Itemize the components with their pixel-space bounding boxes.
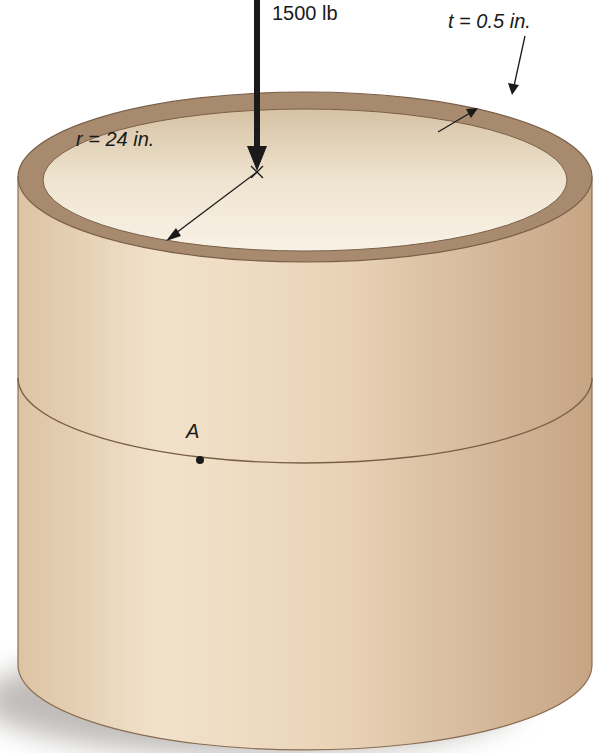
inner-surface	[43, 109, 567, 251]
load-label: 1500 lb	[272, 2, 338, 24]
load-arrow-shaft	[254, 0, 260, 150]
outer-rim	[18, 92, 592, 262]
radius-label: r = 24 in.	[76, 128, 154, 150]
thickness-label: t = 0.5 in.	[448, 10, 531, 32]
cylinder-body	[18, 177, 592, 750]
seam-line	[18, 378, 592, 463]
thickness-leader	[438, 113, 470, 132]
thickness-arrowhead	[466, 108, 478, 118]
load-arrowhead	[247, 146, 267, 171]
radius-arrowhead	[166, 228, 181, 241]
thickness-leader	[514, 36, 525, 86]
point-label: A	[186, 420, 199, 442]
point-a-dot	[196, 456, 204, 464]
radius-line	[172, 172, 257, 236]
thickness-arrowhead	[508, 83, 519, 95]
